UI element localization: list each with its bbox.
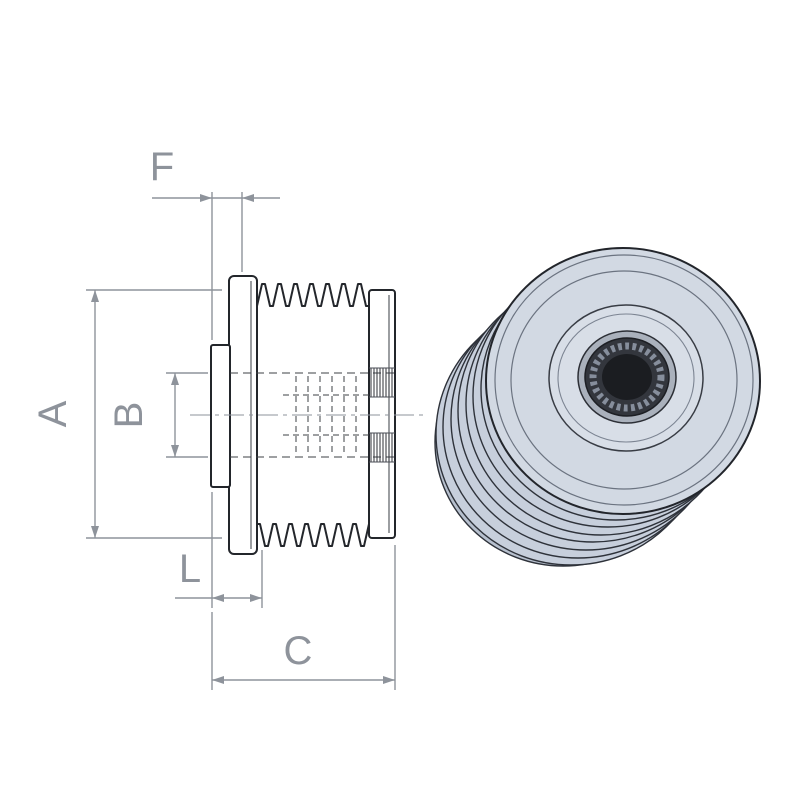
hub-protrusion (210, 344, 231, 488)
iso-rim-ring (494, 254, 754, 506)
dimension-a: A (31, 289, 222, 539)
dim-c-arrow-right (383, 676, 395, 684)
dim-label-a: A (31, 400, 75, 427)
dim-a-arrow-bottom (91, 526, 99, 538)
dim-b-extension-lines (166, 372, 208, 458)
iso-boss-ring (557, 313, 695, 443)
dim-a-extension-lines (86, 289, 222, 539)
dim-f-extension-lines (211, 192, 243, 340)
dimensions: F A B L (31, 145, 396, 690)
dimension-c: C (211, 545, 396, 690)
iso-face-recess-ring (510, 270, 738, 490)
spline-band-borders (369, 367, 395, 463)
dim-f-arrow-right (242, 194, 254, 202)
bore-hidden-lines (230, 372, 395, 458)
dim-l-arrow-left (212, 594, 224, 602)
dim-l-arrow-right (250, 594, 262, 602)
iso-bore-hole (602, 354, 652, 400)
dim-b-arrow-top (171, 373, 179, 385)
front-flange (368, 289, 396, 539)
dim-a-arrow-top (91, 290, 99, 302)
dim-label-l: L (179, 547, 201, 591)
orthographic-view (190, 275, 428, 555)
clutch-hidden-horizontals (283, 394, 369, 436)
dim-c-arrow-left (212, 676, 224, 684)
dim-b-arrow-bottom (171, 445, 179, 457)
dim-label-f: F (150, 145, 174, 189)
dim-f-arrow-left (200, 194, 212, 202)
dimension-b: B (107, 372, 208, 458)
spline-knurl-ticks (370, 368, 393, 462)
dim-c-extension-lines (211, 545, 396, 690)
dimension-f: F (150, 145, 280, 340)
dimension-l: L (175, 492, 263, 608)
dim-label-b: B (107, 402, 151, 429)
iso-spline-teeth (589, 342, 665, 412)
dim-label-c: C (284, 629, 313, 673)
isometric-view (434, 247, 761, 567)
